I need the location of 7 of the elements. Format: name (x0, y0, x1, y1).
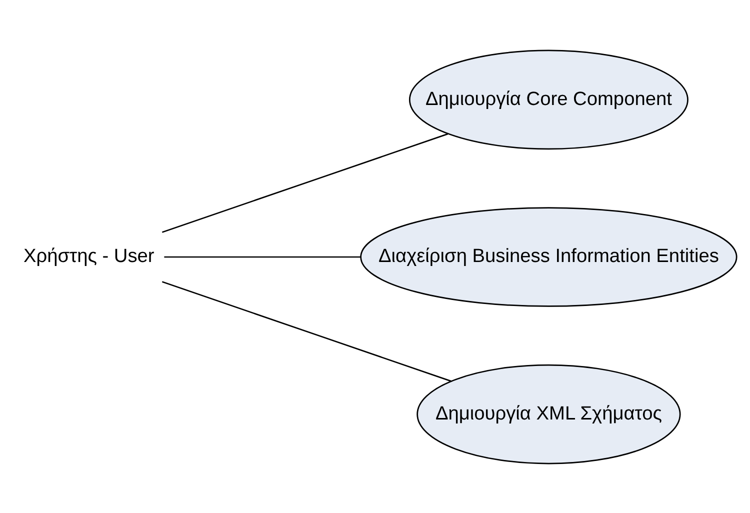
connector (164, 256, 362, 258)
node-ellipse: Δημιουργία XML Σχήματος (416, 364, 681, 464)
connector (162, 280, 452, 382)
node-text: Χρήστης - User (23, 246, 154, 267)
connector (162, 132, 448, 232)
node-ellipse: Δημιουργία Core Component (408, 49, 688, 150)
node-ellipse: Διαχείριση Business Information Entities (360, 206, 738, 306)
